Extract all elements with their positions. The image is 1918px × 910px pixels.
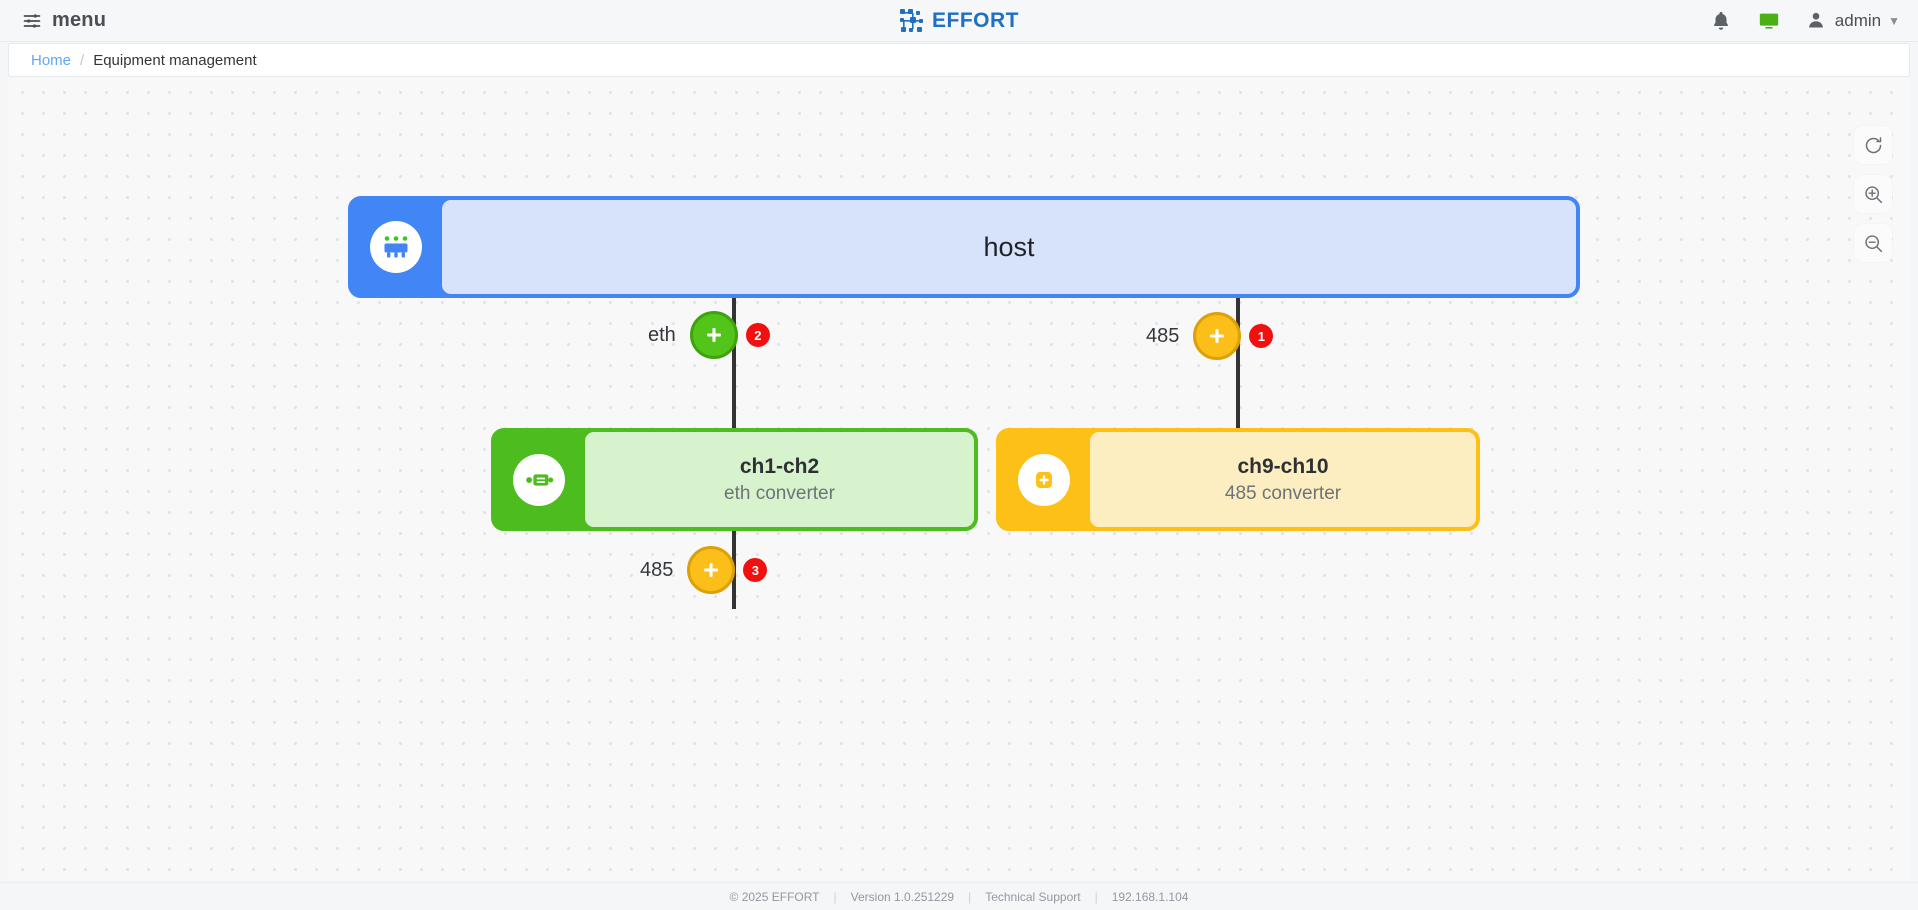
- host-node-title: host: [983, 231, 1035, 262]
- page-footer: © 2025 EFFORT | Version 1.0.251229 | Tec…: [0, 882, 1918, 910]
- converter-device-icon: [513, 453, 565, 506]
- eth-node-subtitle: eth converter: [724, 482, 835, 504]
- user-name-label: admin: [1834, 11, 1882, 30]
- breadcrumb-separator: /: [80, 51, 85, 69]
- user-icon: [1806, 10, 1828, 32]
- zoom-out-button[interactable]: [1854, 224, 1892, 262]
- chevron-down-icon: ▼: [1888, 14, 1900, 28]
- add-485-device-button-b[interactable]: [687, 546, 736, 594]
- user-menu[interactable]: admin ▼: [1806, 10, 1900, 32]
- connector-eth-badge: 2: [745, 323, 770, 347]
- connector-485-a-label: 485: [1146, 324, 1180, 347]
- edge-host-to-eth-converter: [732, 296, 736, 430]
- menu-button[interactable]: menu: [22, 9, 106, 32]
- topology-node-host[interactable]: host: [348, 196, 1580, 298]
- zoom-in-icon: [1863, 184, 1884, 205]
- brand-logo: EFFORT: [899, 8, 1019, 34]
- zoom-in-button[interactable]: [1854, 175, 1892, 213]
- edge-host-to-485-converter: [1236, 296, 1240, 430]
- footer-copyright: © 2025 EFFORT: [729, 889, 820, 904]
- bell-icon[interactable]: [1710, 10, 1732, 32]
- brand-text: EFFORT: [932, 8, 1019, 32]
- zoom-out-icon: [1863, 233, 1884, 254]
- footer-separator-1: |: [833, 889, 837, 904]
- circuit-logo-icon: [899, 8, 925, 34]
- connector-eth-label: eth: [648, 323, 676, 346]
- refresh-button[interactable]: [1854, 126, 1892, 164]
- footer-technical-support-link[interactable]: Technical Support: [985, 889, 1081, 904]
- topology-canvas[interactable]: host ch1-ch2 eth converter: [8, 78, 1910, 880]
- module-plus-icon: [1018, 453, 1070, 506]
- canvas-tools: [1854, 126, 1892, 262]
- eth-node-title: ch1-ch2: [739, 454, 820, 478]
- top-header: menu: [0, 0, 1918, 42]
- node-485-title: ch9-ch10: [1237, 454, 1329, 478]
- chip-server-icon: [370, 221, 422, 273]
- refresh-icon: [1863, 135, 1884, 156]
- add-eth-device-button[interactable]: [689, 311, 738, 359]
- host-node-body: host: [440, 198, 1578, 296]
- eth-node-body: ch1-ch2 eth converter: [583, 430, 976, 529]
- footer-separator-2: |: [968, 889, 972, 904]
- connector-485-b-badge: 3: [743, 558, 768, 582]
- footer-ip-address: 192.168.1.104: [1111, 889, 1189, 904]
- sliders-icon: [22, 11, 42, 31]
- footer-version: Version 1.0.251229: [850, 889, 955, 904]
- node-485-icon-area: [998, 430, 1090, 529]
- breadcrumb-home[interactable]: Home: [31, 51, 72, 69]
- connector-485-a-badge: 1: [1249, 324, 1274, 348]
- host-node-icon-area: [350, 198, 442, 296]
- connector-485-port-a: 485 1: [1146, 312, 1274, 360]
- header-actions: admin ▼: [1710, 0, 1900, 42]
- footer-separator-3: |: [1094, 889, 1098, 904]
- breadcrumb: Home / Equipment management: [8, 43, 1910, 77]
- add-485-device-button-a[interactable]: [1193, 312, 1242, 360]
- node-485-body: ch9-ch10 485 converter: [1088, 430, 1478, 529]
- topology-node-eth-converter[interactable]: ch1-ch2 eth converter: [491, 428, 978, 531]
- menu-label: menu: [52, 9, 107, 31]
- eth-node-icon-area: [493, 430, 585, 529]
- monitor-icon[interactable]: [1758, 10, 1780, 32]
- breadcrumb-current: Equipment management: [93, 51, 257, 69]
- node-485-subtitle: 485 converter: [1224, 482, 1342, 504]
- connector-eth-port: eth 2: [648, 311, 770, 359]
- topology-node-485-converter[interactable]: ch9-ch10 485 converter: [996, 428, 1480, 531]
- connector-485-b-label: 485: [640, 558, 674, 581]
- connector-485-port-b: 485 3: [640, 546, 768, 594]
